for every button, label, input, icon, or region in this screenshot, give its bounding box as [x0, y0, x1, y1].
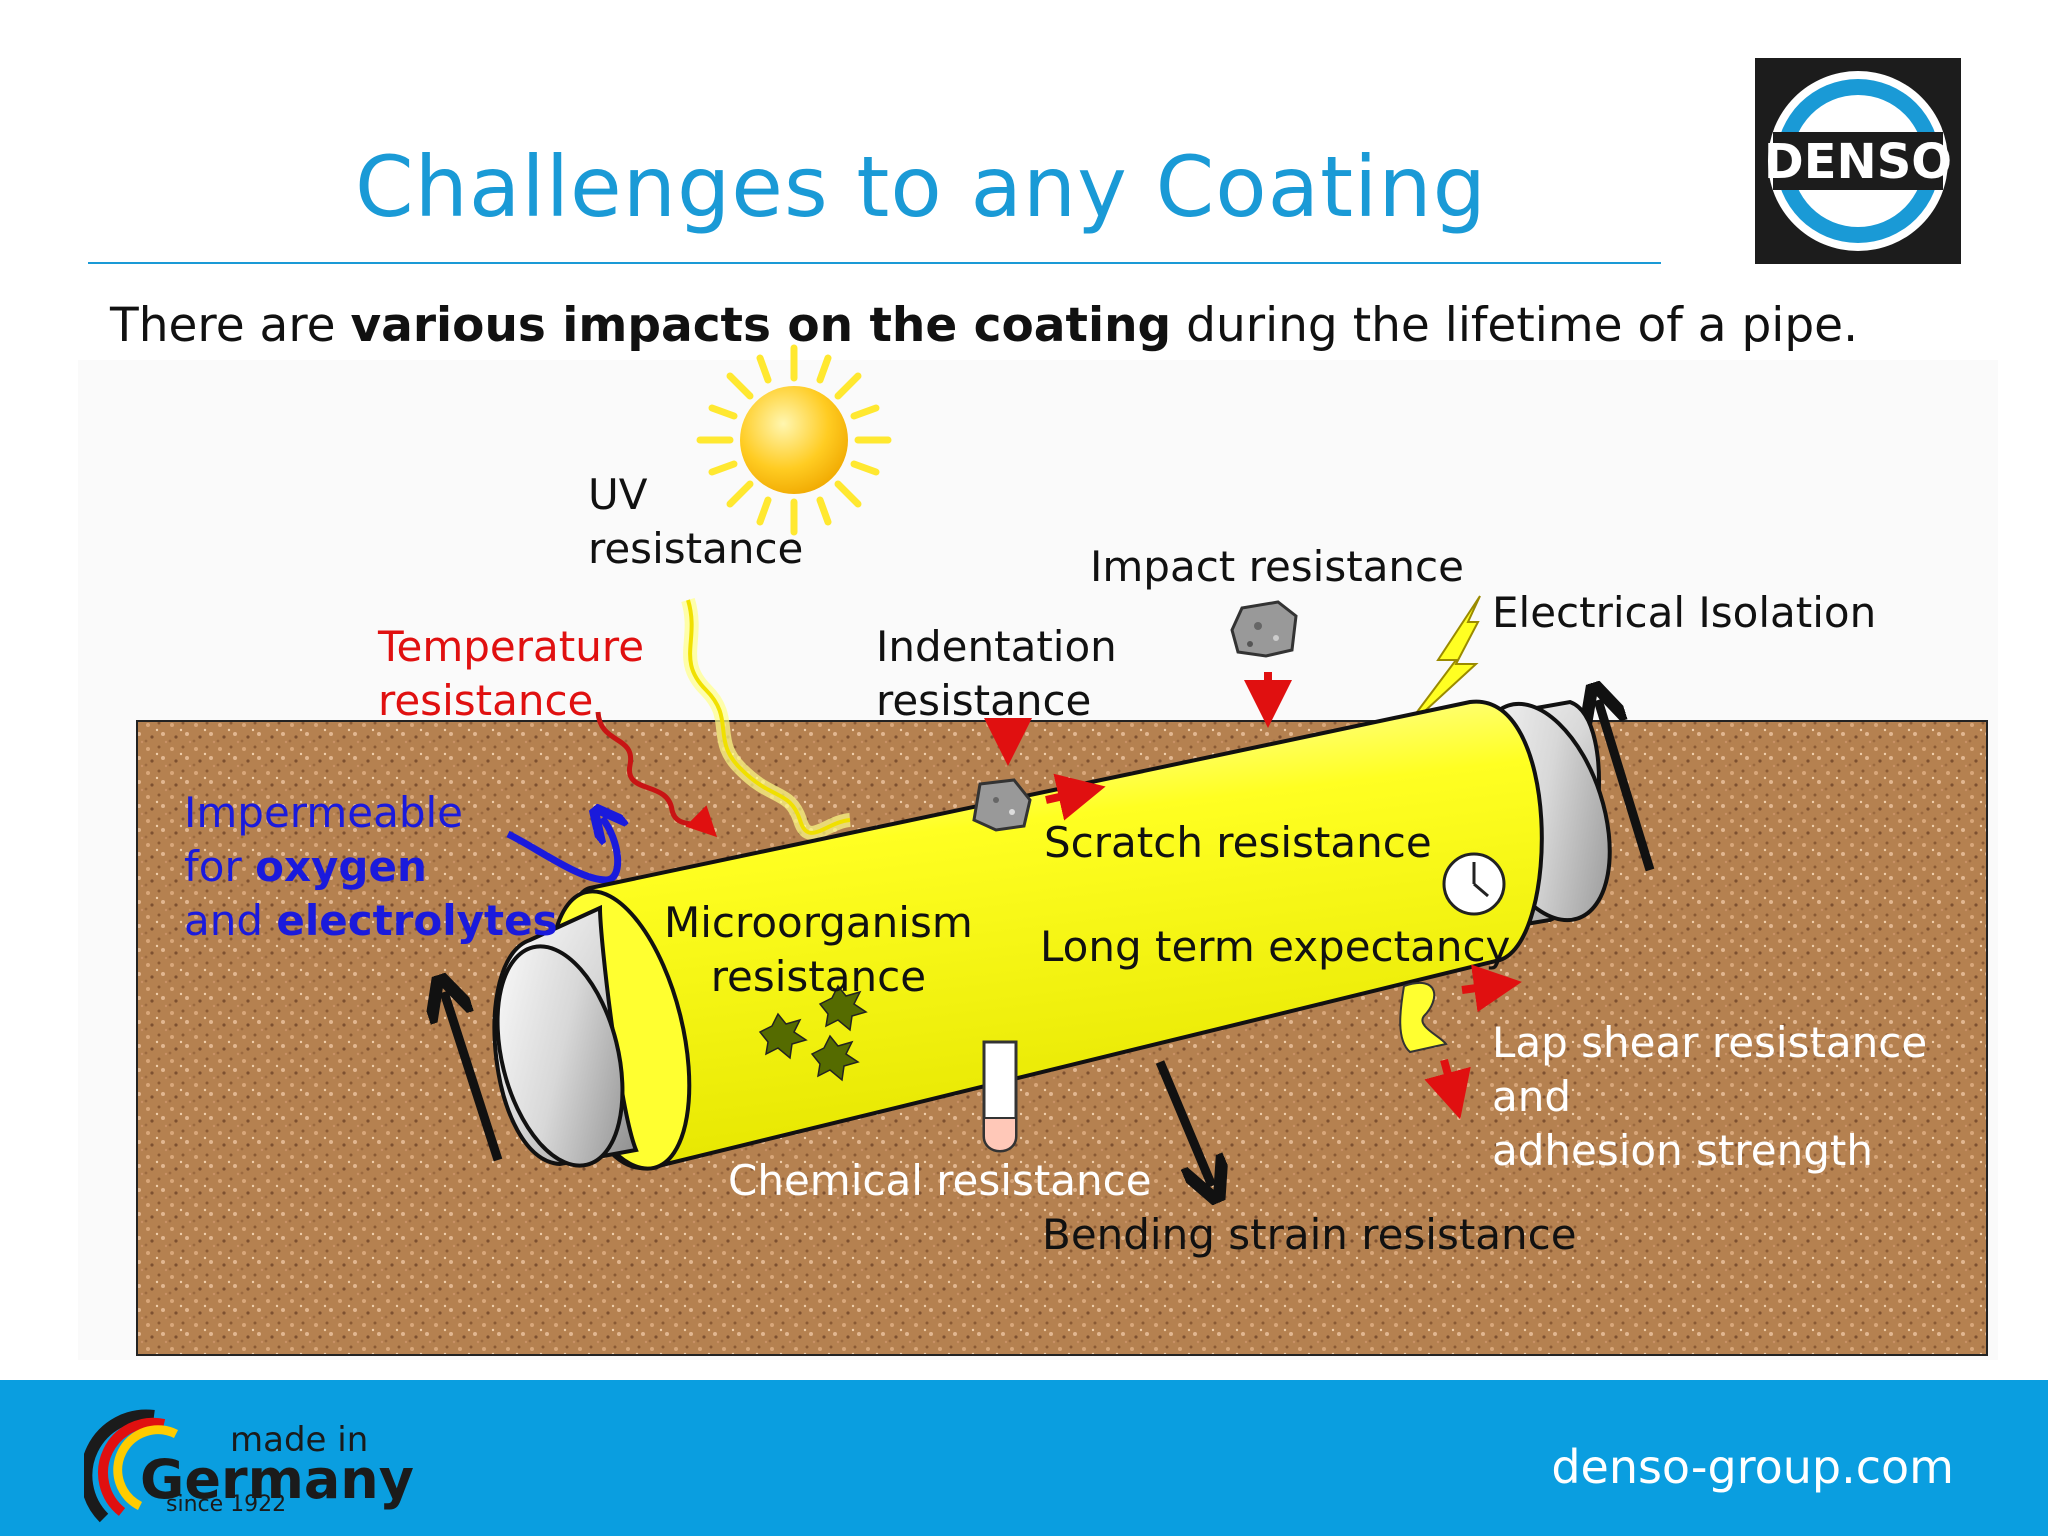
- impact-label: Impact resistance: [1090, 542, 1464, 591]
- svg-text:DENSO: DENSO: [1764, 134, 1952, 190]
- lightning-icon: [1401, 595, 1481, 733]
- clock-icon: [1442, 852, 1506, 916]
- impermeable-label: Impermeable for oxygen and electrolytes: [184, 788, 558, 945]
- website-link[interactable]: denso-group.com: [1551, 1440, 1954, 1494]
- bending-arrow-down-icon: [1155, 1060, 1212, 1186]
- made-in-germany-emblem: [84, 1409, 179, 1523]
- indentation-stone-icon: [972, 778, 1032, 832]
- pipe-steel-left: [492, 904, 639, 1168]
- chemical-label: Chemical resistance: [728, 1156, 1152, 1205]
- made-in-text: made in: [230, 1420, 369, 1460]
- electrical-label: Electrical Isolation: [1492, 588, 1877, 637]
- lap-shear-tab-icon: [1399, 981, 1448, 1054]
- bending-label: Bending strain resistance: [1042, 1210, 1577, 1259]
- impact-stone-icon: [1230, 600, 1298, 658]
- footer-bar: [0, 1380, 2048, 1536]
- bending-arrow-left-icon: [444, 992, 503, 1162]
- denso-logo: DENSO: [1755, 58, 1961, 264]
- page-title: Challenges to any Coating: [355, 138, 1487, 236]
- lap-shear-arrow-down-icon: [1424, 1058, 1471, 1120]
- long-term-label: Long term expectancy: [1040, 922, 1511, 971]
- microorganism-icon: [758, 984, 868, 1082]
- since-text: since 1922: [166, 1492, 287, 1517]
- germany-text: Germany: [140, 1448, 414, 1511]
- chemical-tube-icon: [982, 1040, 1018, 1153]
- subtitle: There are various impacts on the coating…: [110, 298, 1859, 353]
- lap-shear-arrow-right-icon: [1461, 964, 1522, 1013]
- scratch-label: Scratch resistance: [1044, 818, 1432, 867]
- impermeable-arrow-icon: [506, 818, 618, 884]
- bending-arrow-right-icon: [1598, 700, 1655, 872]
- title-divider: [88, 262, 1661, 264]
- temperature-arrow-icon: [595, 711, 718, 838]
- scratch-arrow-icon: [1045, 773, 1106, 821]
- sun-icon: [696, 344, 892, 536]
